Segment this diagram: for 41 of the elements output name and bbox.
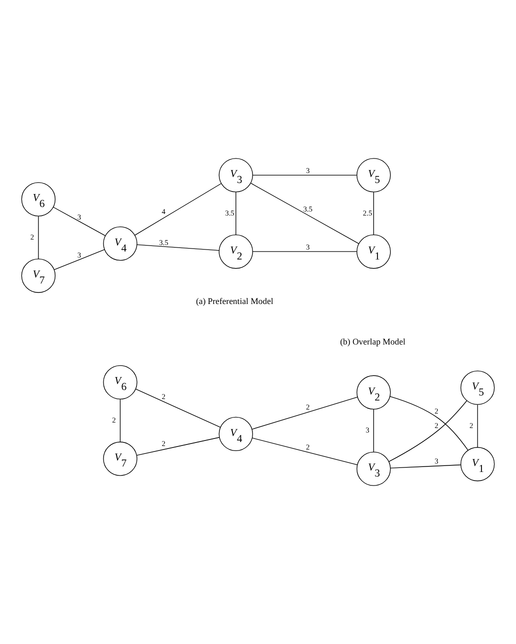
connector <box>252 174 358 176</box>
connector <box>373 192 374 236</box>
edge-label: 2 <box>162 392 166 401</box>
edge-label: 2 <box>162 438 166 448</box>
edge-label: 2 <box>434 420 438 430</box>
edge-label: 3 <box>306 166 310 176</box>
label: (b) Overlap Model <box>340 336 406 346</box>
edge-label: 2 <box>434 406 438 416</box>
connector <box>136 388 221 428</box>
connector <box>52 206 106 236</box>
connector <box>38 216 39 260</box>
edge-label: 2.5 <box>362 208 372 218</box>
edge-label: 3.5 <box>303 204 312 214</box>
connector <box>390 464 462 468</box>
connector <box>250 182 360 244</box>
connector <box>136 437 220 456</box>
edge-label: 2 <box>306 442 310 452</box>
edge-label: 3 <box>366 425 370 434</box>
connector <box>134 183 222 236</box>
edge-label: 3 <box>77 250 81 260</box>
connector <box>390 396 468 451</box>
edge-label: 3 <box>434 456 438 466</box>
edge-label: 2 <box>112 415 116 424</box>
connector <box>54 249 105 270</box>
connector <box>136 244 220 251</box>
connector <box>120 399 121 442</box>
connector <box>252 396 358 430</box>
edge-label: 2 <box>306 402 310 412</box>
edge-label: 3.5 <box>159 238 168 247</box>
edge-label: 3.5 <box>225 208 234 218</box>
connector <box>252 251 358 252</box>
edge-label: 2 <box>470 420 474 430</box>
edge-label: 2 <box>30 232 34 242</box>
edge-label: 4 <box>162 206 166 216</box>
edge-label: 3 <box>77 212 81 222</box>
connector <box>388 400 468 462</box>
edge-label: 3 <box>306 242 310 252</box>
label: (a) Preferential Model <box>196 296 274 306</box>
connector <box>252 438 358 466</box>
connector <box>477 404 478 448</box>
connector <box>373 409 374 452</box>
